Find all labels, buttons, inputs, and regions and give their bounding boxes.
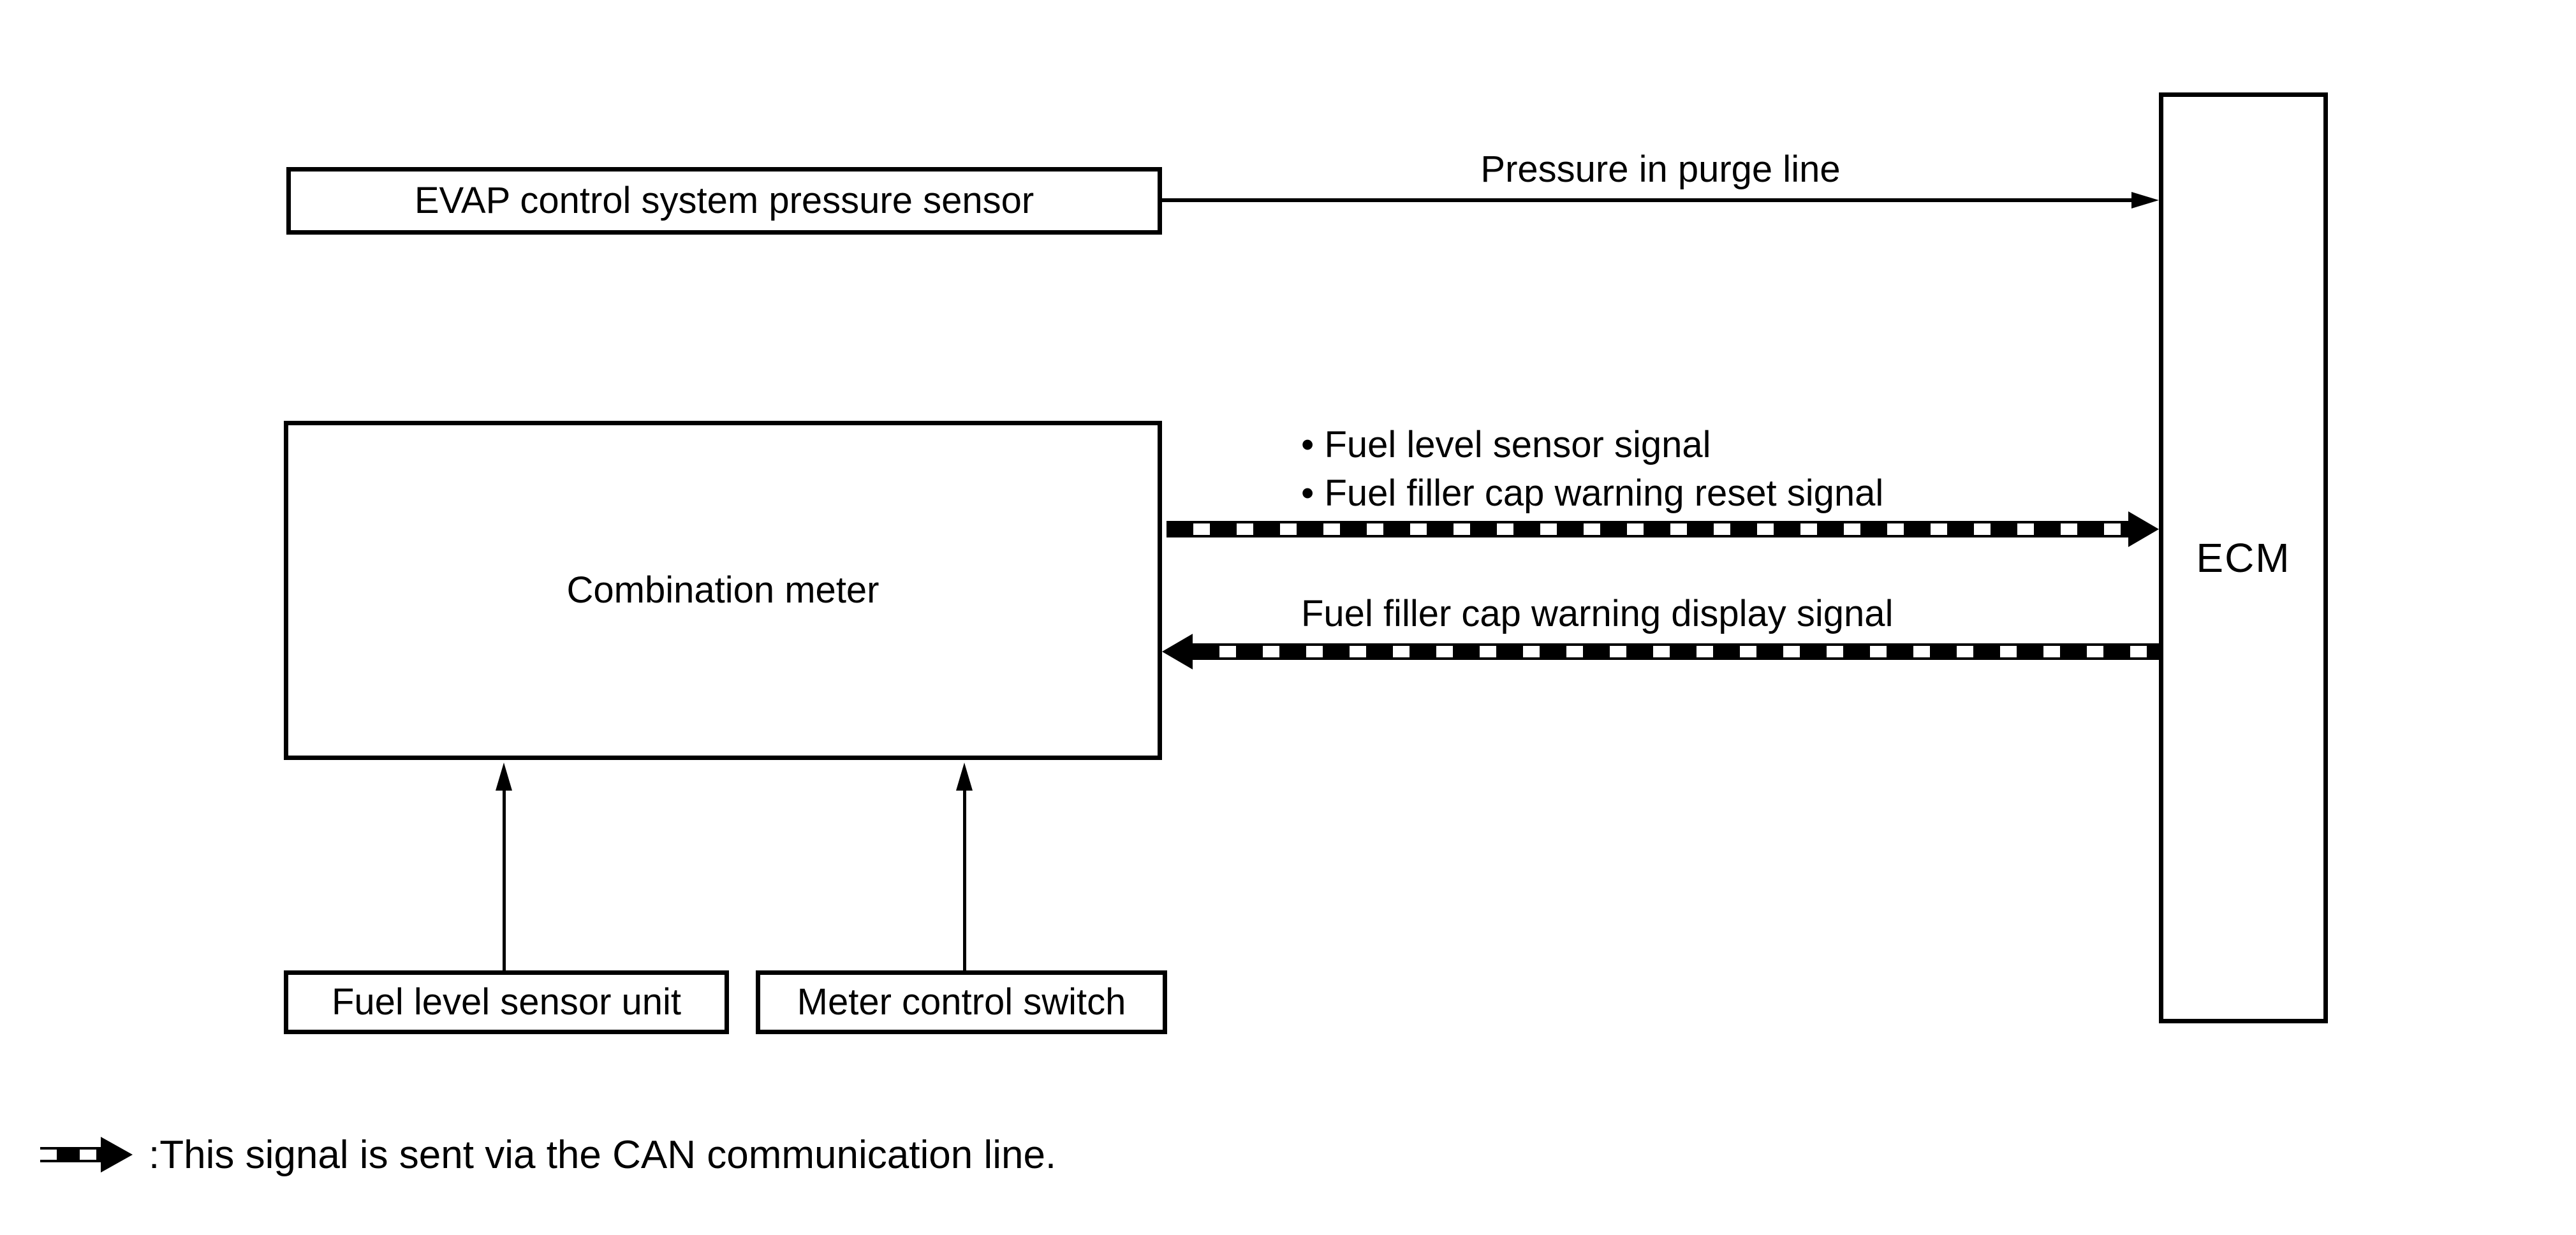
- meter-control-switch-label: Meter control switch: [797, 981, 1126, 1023]
- legend-can-arrow-head-icon: [101, 1137, 133, 1173]
- legend-text: :This signal is sent via the CAN communi…: [149, 1133, 1057, 1177]
- combination-meter-box: Combination meter: [284, 421, 1162, 760]
- can-from-ecm-label: Fuel filler cap warning display signal: [1301, 593, 1894, 634]
- bullet-icon: •: [1301, 424, 1314, 465]
- can-arrow-to-ecm-shaft: [1167, 521, 2128, 537]
- can-to-ecm-bullet-2: • Fuel filler cap warning reset signal: [1301, 472, 1884, 514]
- purge-line-arrow-head-icon: [2131, 192, 2159, 208]
- purge-line-label: Pressure in purge line: [1480, 149, 1841, 190]
- ecm-box: ECM: [2159, 92, 2328, 1023]
- evap-sensor-box: EVAP control system pressure sensor: [286, 167, 1162, 235]
- fuel-level-sensor-arrow-head-icon: [496, 763, 512, 791]
- meter-control-switch-box: Meter control switch: [756, 970, 1167, 1034]
- can-arrow-from-ecm-head-icon: [1162, 634, 1193, 669]
- can-to-ecm-bullet-1: • Fuel level sensor signal: [1301, 424, 1711, 465]
- legend-can-arrow-icon: [40, 1147, 101, 1162]
- fuel-level-sensor-unit-box: Fuel level sensor unit: [284, 970, 729, 1034]
- fuel-level-sensor-unit-label: Fuel level sensor unit: [331, 981, 682, 1023]
- meter-control-switch-arrow-shaft: [963, 788, 966, 970]
- fuel-level-sensor-arrow-shaft: [503, 788, 506, 970]
- can-arrow-from-ecm-shaft: [1193, 643, 2159, 660]
- ecm-label: ECM: [2196, 534, 2291, 581]
- meter-control-switch-arrow-head-icon: [956, 763, 973, 791]
- bullet-icon: •: [1301, 472, 1314, 514]
- can-arrow-to-ecm-head-icon: [2128, 511, 2159, 547]
- purge-line-arrow-shaft: [1162, 198, 2133, 202]
- can-to-ecm-labels: • Fuel level sensor signal • Fuel filler…: [1301, 421, 1883, 518]
- evap-sensor-label: EVAP control system pressure sensor: [414, 180, 1034, 222]
- combination-meter-label: Combination meter: [566, 569, 880, 611]
